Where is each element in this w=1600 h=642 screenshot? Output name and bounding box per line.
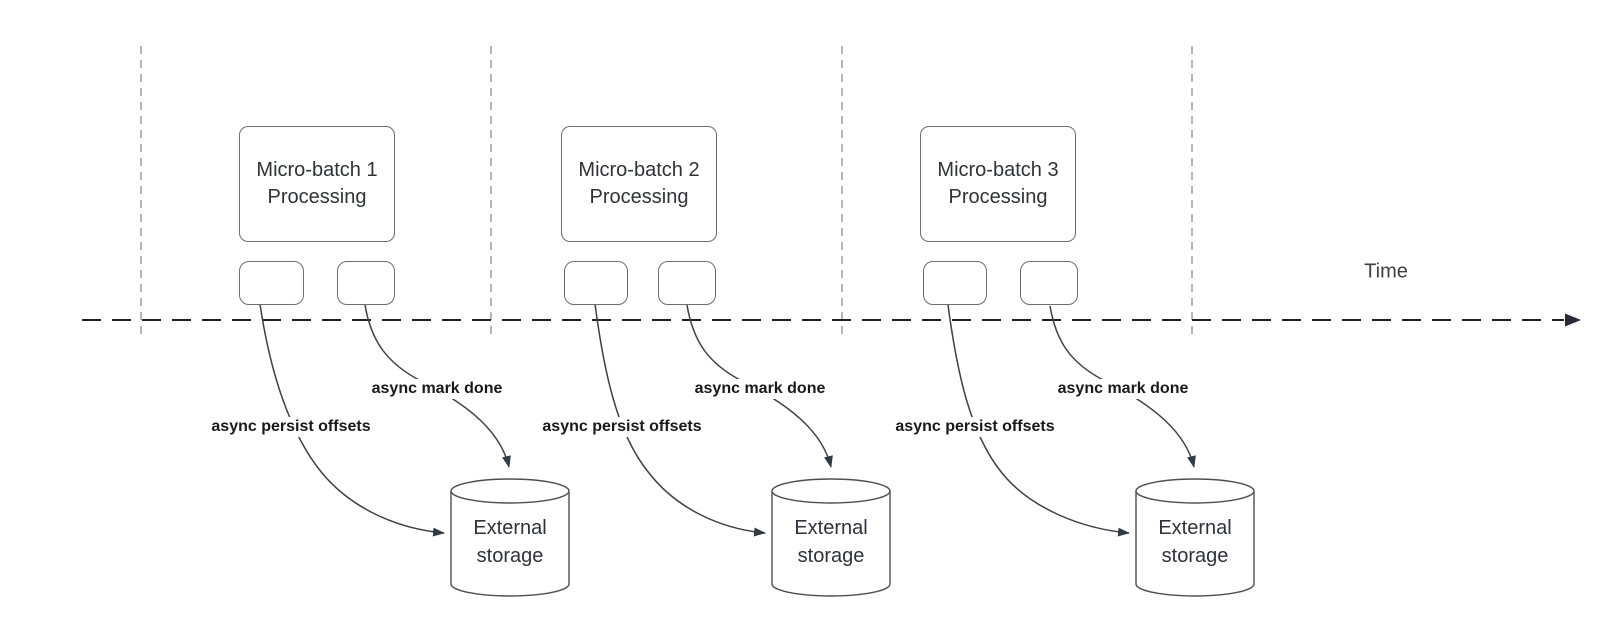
microbatch-2-box-label: Micro-batch 2 Processing [578,159,700,208]
external-storage-label-3: External storage [1158,517,1232,567]
time-axis-label: Time [1364,260,1408,283]
storage-cylinder-2 [771,478,891,597]
microbatch-2-box: Micro-batch 2 Processing [561,126,717,242]
mark-done-task-box-1 [337,261,395,305]
external-storage-label-1: External storage [473,517,547,567]
storage-cylinder-3 [1135,478,1255,597]
persist-offsets-curve-1 [259,303,445,537]
persist-offsets-curve-3 [947,304,1130,537]
persist-offsets-task-box-1 [239,261,304,305]
mark-done-task-box-3 [1020,261,1078,305]
microbatch-1-box-label: Micro-batch 1 Processing [256,159,378,208]
storage-cylinders [450,478,1255,597]
mark-done-task-box-2 [658,261,716,305]
mark-done-label-2: async mark done [690,379,830,399]
persist-offsets-label-1: async persist offsets [207,417,375,437]
time-axis-arrowhead-icon [1565,313,1581,327]
persist-offsets-task-box-2 [564,261,628,305]
microbatch-3-box-label: Micro-batch 3 Processing [937,159,1059,208]
external-storage-label-2: External storage [794,517,868,567]
microbatch-1-box: Micro-batch 1 Processing [239,126,395,242]
mark-done-label-3: async mark done [1053,379,1193,399]
mark-done-label-1: async mark done [367,379,507,399]
microbatch-3-box: Micro-batch 3 Processing [920,126,1076,242]
time-axis [82,313,1581,327]
persist-offsets-curve-2 [594,303,766,537]
storage-cylinder-1 [450,478,570,597]
persist-offsets-label-3: async persist offsets [891,417,1059,437]
batch-interval-guides [140,46,1193,340]
persist-offsets-label-2: async persist offsets [538,417,706,437]
persist-offsets-task-box-3 [923,261,987,305]
